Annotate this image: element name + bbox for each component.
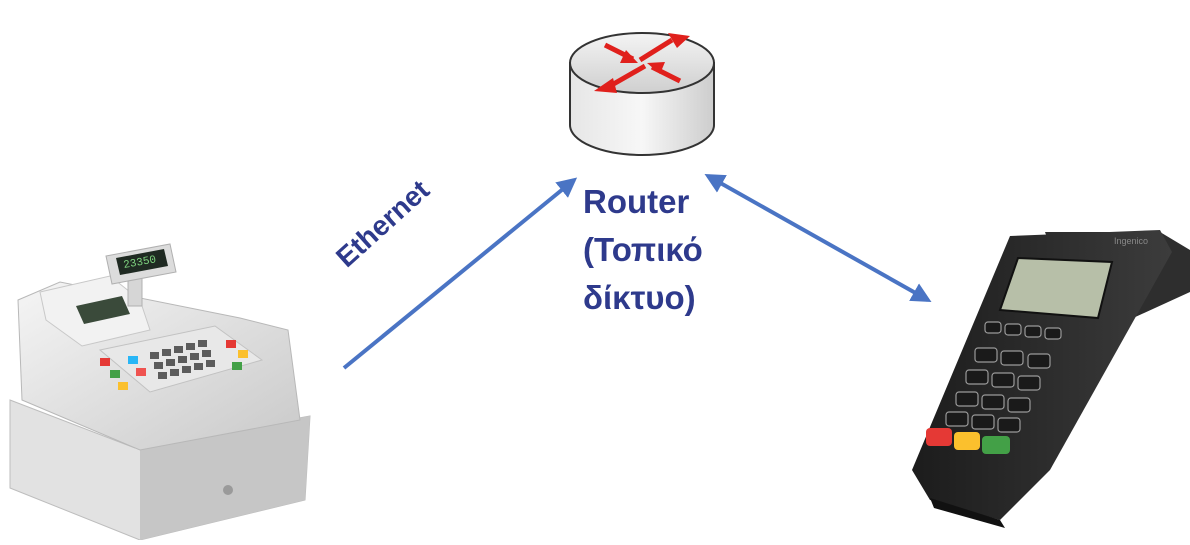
router-label-line1: Router (583, 183, 690, 220)
register-keys (100, 340, 248, 390)
wireless-link-arrow (704, 174, 932, 302)
terminal-keypad (945, 321, 1062, 433)
router-label: Router (Τοπικό δίκτυο) (583, 178, 703, 322)
terminal-brand: Ingenico (1114, 236, 1148, 246)
router-icon (569, 32, 715, 156)
router-label-line2: (Τοπικό (583, 231, 703, 268)
register-display: 23350 (123, 254, 158, 272)
ethernet-link-arrow (342, 177, 578, 370)
pos-terminal-icon: Ingenico (912, 230, 1190, 528)
cash-register-icon: 23350 (9, 243, 311, 541)
router-label-line3: δίκτυο) (583, 279, 696, 316)
